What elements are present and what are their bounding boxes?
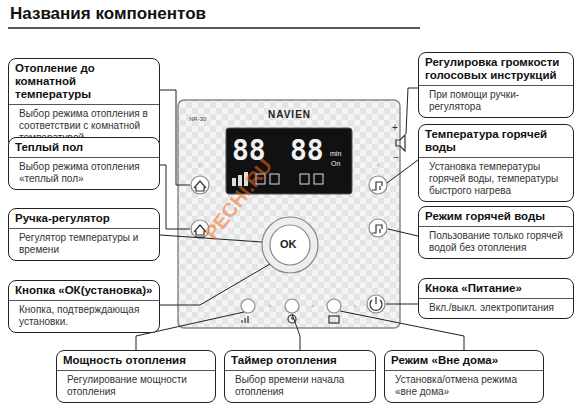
callout-box: Режим горячей водыПользование только гор… bbox=[418, 206, 574, 259]
callout-heading: Мощность отопления bbox=[57, 351, 215, 371]
lcd-icons bbox=[300, 174, 309, 184]
leader-lines bbox=[160, 264, 270, 305]
callout-heading: Температура горячей воды bbox=[419, 125, 573, 158]
buttons bbox=[369, 176, 387, 194]
buttons bbox=[262, 217, 318, 273]
button-icons bbox=[372, 225, 382, 233]
callout-heading: Режим горячей воды bbox=[419, 207, 573, 227]
callout-box: Мощность отопленияРегулирование мощности… bbox=[56, 350, 216, 403]
button-icons bbox=[242, 316, 248, 323]
indicator-dots bbox=[199, 164, 380, 308]
callout-body: Вкл./выкл. электропитания bbox=[419, 299, 573, 318]
callout-heading: Теплый пол bbox=[9, 138, 159, 158]
leader-lines bbox=[292, 314, 300, 350]
indicator-dots bbox=[377, 164, 380, 167]
callout-heading: Таймер отопления bbox=[225, 351, 375, 371]
callout-body: Установка температуры горячей воды, темп… bbox=[419, 158, 573, 201]
button-icons bbox=[194, 181, 206, 191]
callout-body: Выбор времени начала отопления bbox=[225, 371, 375, 402]
indicator-dots bbox=[354, 305, 357, 308]
callout-box: Кнока «Питание»Вкл./выкл. электропитания bbox=[418, 278, 574, 319]
callout-body: Выбор режима отопления «теплый пол» bbox=[9, 158, 159, 189]
leader-lines bbox=[406, 88, 418, 134]
buttons bbox=[327, 299, 341, 313]
callout-box: Ручка-регуляторРегулятор температуры и в… bbox=[8, 208, 160, 261]
title-rule bbox=[8, 27, 420, 29]
indicator-dots bbox=[312, 305, 315, 308]
callout-box: Отопление до комнатной температурыВыбор … bbox=[8, 58, 160, 149]
callout-heading: Режим «Вне дома» bbox=[385, 351, 543, 371]
buttons bbox=[367, 295, 385, 313]
callout-heading: Ручка-регулятор bbox=[9, 209, 159, 229]
callout-heading: Регулировка громкости голосовых инструкц… bbox=[419, 53, 573, 86]
button-icons bbox=[370, 297, 382, 310]
callout-body: Кнопка, подтверждающая установки. bbox=[9, 301, 159, 332]
callout-box: Теплый полВыбор режима отопления «теплый… bbox=[8, 137, 160, 190]
leader-lines bbox=[386, 304, 418, 305]
leader-lines bbox=[160, 165, 190, 229]
callout-box: Регулировка громкости голосовых инструкц… bbox=[418, 52, 574, 118]
callout-heading: Кнопка «ОК(установка)» bbox=[9, 281, 159, 301]
volume-plus: + bbox=[392, 122, 398, 133]
button-icons bbox=[396, 135, 405, 151]
callout-box: Температура горячей водыУстановка темпер… bbox=[418, 124, 574, 202]
callout-heading: Отопление до комнатной температуры bbox=[9, 59, 159, 105]
callout-body: Пользование только горячей водой без ото… bbox=[419, 227, 573, 258]
callout-body: Установка/отмена режима «вне дома» bbox=[385, 371, 543, 402]
callout-box: Режим «Вне дома»Установка/отмена режима … bbox=[384, 350, 544, 403]
ok-button-text: OK bbox=[280, 238, 297, 250]
lcd-icons bbox=[314, 174, 323, 184]
leader-lines bbox=[388, 229, 418, 236]
buttons bbox=[191, 176, 209, 194]
button-icons bbox=[329, 316, 339, 323]
volume-minus: − bbox=[393, 152, 399, 163]
callout-heading: Кнока «Питание» bbox=[419, 279, 573, 299]
lcd-digits: 88 bbox=[290, 134, 324, 168]
callout-body: Регулятор температуры и времени bbox=[9, 229, 159, 260]
buttons bbox=[191, 176, 387, 313]
buttons bbox=[270, 225, 310, 265]
indicator-dots bbox=[199, 164, 202, 167]
buttons bbox=[369, 219, 387, 237]
callout-box: Кнопка «ОК(установка)»Кнопка, подтвержда… bbox=[8, 280, 160, 333]
model-number: NR-30 bbox=[188, 116, 207, 122]
button-icons bbox=[372, 182, 382, 190]
leader-lines bbox=[136, 88, 464, 350]
buttons bbox=[285, 299, 299, 313]
callout-body: При помощи ручки-регулятора bbox=[419, 86, 573, 117]
brand-name: NAVIEN bbox=[268, 109, 311, 120]
lcd-unit: min bbox=[330, 150, 341, 157]
button-icons bbox=[194, 135, 405, 323]
buttons bbox=[241, 299, 255, 313]
page-title: Названия компонентов bbox=[10, 4, 206, 24]
leader-lines bbox=[387, 160, 418, 183]
lcd-unit: On bbox=[331, 160, 340, 167]
device-body bbox=[178, 100, 400, 328]
callout-box: Таймер отопленияВыбор времени начала ото… bbox=[224, 350, 376, 403]
indicator-dots bbox=[269, 305, 272, 308]
callout-body: Регулирование мощности отопления bbox=[57, 371, 215, 402]
leader-lines bbox=[160, 90, 190, 185]
